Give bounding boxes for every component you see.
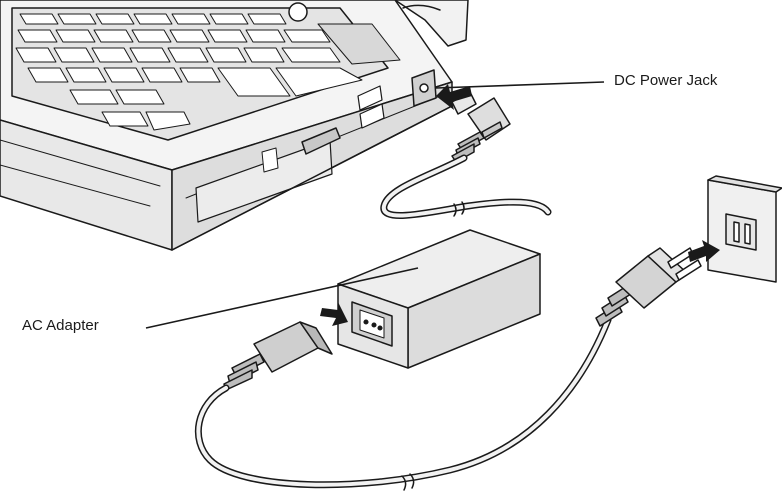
drive-latch [301,127,341,155]
dc-cable [380,154,552,219]
plug-prong-2 [675,259,702,281]
power-button [288,2,308,22]
ac-power-cord [194,316,612,491]
arrow-to-outlet-icon [688,240,720,262]
leader-ac-adapter [145,267,419,329]
outlet-slot-2 [744,223,751,245]
ac-cord-connector [223,321,333,391]
wall-outlet [707,175,782,283]
label-ac-adapter: AC Adapter [22,317,99,334]
label-dc-power-jack: DC Power Jack [614,72,718,89]
outlet-slot-1 [733,221,740,243]
wall-plug [595,247,702,327]
drive-bay [195,139,333,223]
leader-dc-power-jack [435,81,605,89]
arrow-to-dc-jack-icon [436,84,472,110]
insertion-arrows [320,84,720,326]
arrow-to-ac-inlet-icon [320,302,348,326]
ac-adapter [337,229,541,369]
outlet-receptacle [725,213,757,251]
laptop-lid-hinge [394,0,469,47]
keyboard-keys [15,13,363,131]
usb-port-2 [359,103,385,129]
leader-lines [145,81,605,329]
usb-port-1 [357,85,383,111]
dc-plug [451,91,511,163]
speaker-grill [317,23,401,65]
laptop [0,0,469,251]
